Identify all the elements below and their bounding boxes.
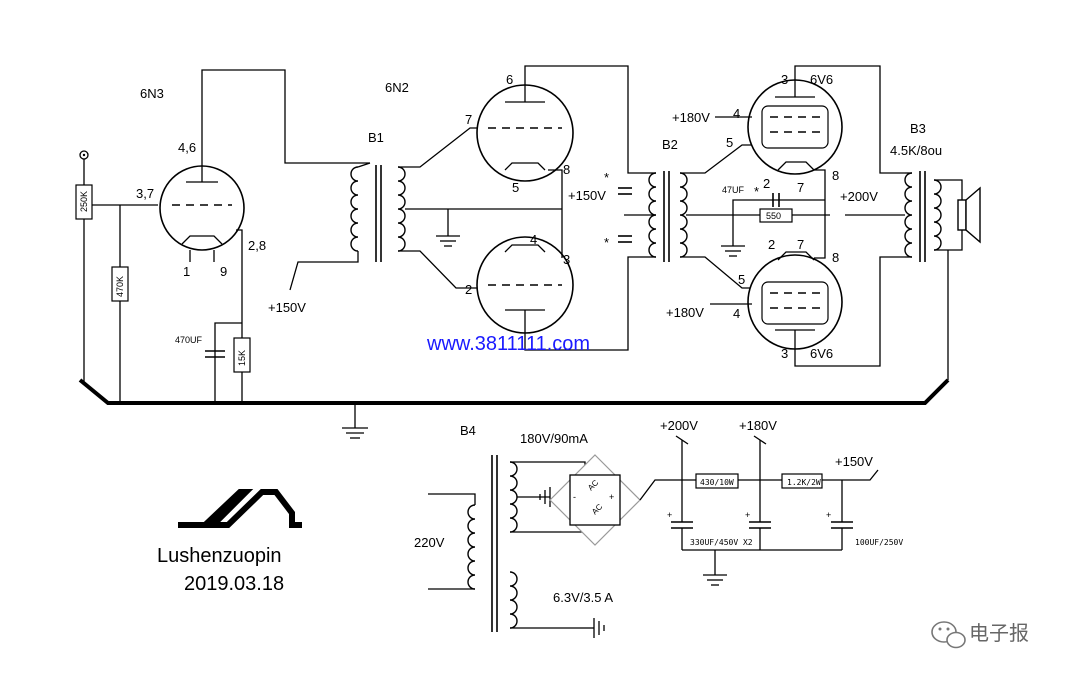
label-b2: B2 (662, 137, 678, 152)
label-470k: 470K (115, 276, 125, 297)
transformer-b4 (467, 455, 518, 632)
pin-6v6-bot-cathode: 8 (832, 250, 839, 265)
heater-ground (580, 618, 605, 638)
pin-6v6-top-grid: 5 (726, 135, 733, 150)
label-1k2-2w: 1.2K/2W (787, 478, 821, 487)
brand-name: 电子报 (969, 622, 1029, 645)
label-550: 550 (766, 211, 781, 221)
grid-resistor-470k (111, 266, 129, 302)
wechat-icon (931, 621, 966, 649)
label-180v-ps: +180V (739, 418, 777, 433)
cathode-cap-470uf (205, 350, 225, 358)
b2-cap-bottom (618, 235, 632, 243)
bridge-minus: - (573, 492, 576, 502)
transformer-b3 (904, 171, 942, 262)
label-mains: 220V (414, 535, 445, 550)
label-heater-winding: 6.3V/3.5 A (553, 590, 613, 605)
cap2-plus: + (745, 510, 750, 520)
pin-6n2-bot-grid: 2 (465, 282, 472, 297)
pin-6v6-top-cathode: 8 (832, 168, 839, 183)
author-logo (178, 489, 302, 528)
pin-6n2-top-cathode: 8 (563, 162, 570, 177)
pin-6v6-bot-7: 7 (797, 237, 804, 252)
pin-6v6-bot-screen: 4 (733, 306, 740, 321)
cap3-plus: + (826, 510, 831, 520)
pin-6n2-top-plate: 6 (506, 72, 513, 87)
pin-6n2-top-5: 5 (512, 180, 519, 195)
pin-6n2-bot-plate: 3 (563, 252, 570, 267)
label-330uf: 330UF/450V X2 (690, 538, 753, 547)
label-200v-ps: +200V (660, 418, 698, 433)
pin-6v6-top-plate: 3 (781, 72, 788, 87)
pin-6n3-cathode: 2,8 (248, 238, 266, 253)
transformer-b1 (350, 165, 406, 262)
resistor-430-10w (695, 473, 739, 489)
label-b3-spec: 4.5K/8ou (890, 143, 942, 158)
speaker-icon (957, 186, 981, 244)
pin-6n3-plate: 4,6 (178, 140, 196, 155)
b1-ground-symbol (436, 235, 460, 247)
transformer-b2 (648, 171, 688, 262)
b2-ground-symbol (721, 245, 745, 257)
hv-ct-ground (539, 487, 551, 507)
watermark-url: www.3811111.com (426, 333, 590, 355)
label-b3: B3 (910, 121, 926, 136)
label-180v-top: +180V (672, 110, 710, 125)
b2-cap-top (618, 187, 632, 195)
drawing-date: 2019.03.18 (184, 573, 284, 595)
pin-6v6-top-7: 7 (797, 180, 804, 195)
bias-star: * (754, 184, 759, 199)
main-ground-symbol (342, 427, 368, 439)
pin-6n2-top-grid: 7 (465, 112, 472, 127)
input-jack (79, 150, 89, 160)
pin-6n3-1: 1 (183, 264, 190, 279)
filter-cap-2 (749, 521, 771, 529)
filter-cap-1 (671, 521, 693, 529)
label-6n2: 6N2 (385, 80, 409, 95)
cathode-resistor-15k (233, 337, 251, 373)
pin-6v6-bot-grid: 5 (738, 272, 745, 287)
ground-bus (78, 378, 950, 405)
label-6v6-bottom: 6V6 (810, 346, 833, 361)
label-100uf: 100UF/250V (855, 538, 903, 547)
pin-6n3-9: 9 (220, 264, 227, 279)
label-470uf: 470UF (175, 335, 203, 345)
label-hv-winding: 180V/90mA (520, 431, 588, 446)
label-150v-b2: +150V (568, 188, 606, 203)
pin-6n3-grid: 3,7 (136, 186, 154, 201)
label-6v6-top: 6V6 (810, 72, 833, 87)
bridge-rectifier (549, 454, 641, 546)
pin-6n2-bot-4: 4 (530, 232, 537, 247)
label-430-10w: 430/10W (700, 478, 734, 487)
label-b1: B1 (368, 130, 384, 145)
label-150v-b1: +150V (268, 300, 306, 315)
cap1-plus: + (667, 510, 672, 520)
label-250k: 250K (79, 191, 89, 212)
pin-6v6-top-screen: 4 (733, 106, 740, 121)
pin-6v6-bot-2: 2 (768, 237, 775, 252)
bias-cap-47uf (772, 193, 780, 207)
pin-6v6-bot-plate: 3 (781, 346, 788, 361)
label-15k: 15K (237, 350, 247, 366)
bias-resistor-550 (759, 208, 793, 223)
volume-pot-250k (75, 184, 93, 220)
bridge-plus: + (609, 492, 614, 502)
label-6n3: 6N3 (140, 86, 164, 101)
label-200v-b3: +200V (840, 189, 878, 204)
label-47uf: 47UF (722, 185, 745, 195)
label-180v-bot: +180V (666, 305, 704, 320)
filter-cap-3 (831, 521, 853, 529)
ps-ground-symbol (703, 574, 727, 586)
b2-star-bottom: * (604, 235, 609, 250)
pin-6v6-top-2: 2 (763, 176, 770, 191)
label-b4: B4 (460, 423, 476, 438)
resistor-1k2-2w (781, 473, 823, 489)
label-150v-ps: +150V (835, 454, 873, 469)
author-name: Lushenzuopin (157, 545, 282, 567)
b2-star-top: * (604, 170, 609, 185)
